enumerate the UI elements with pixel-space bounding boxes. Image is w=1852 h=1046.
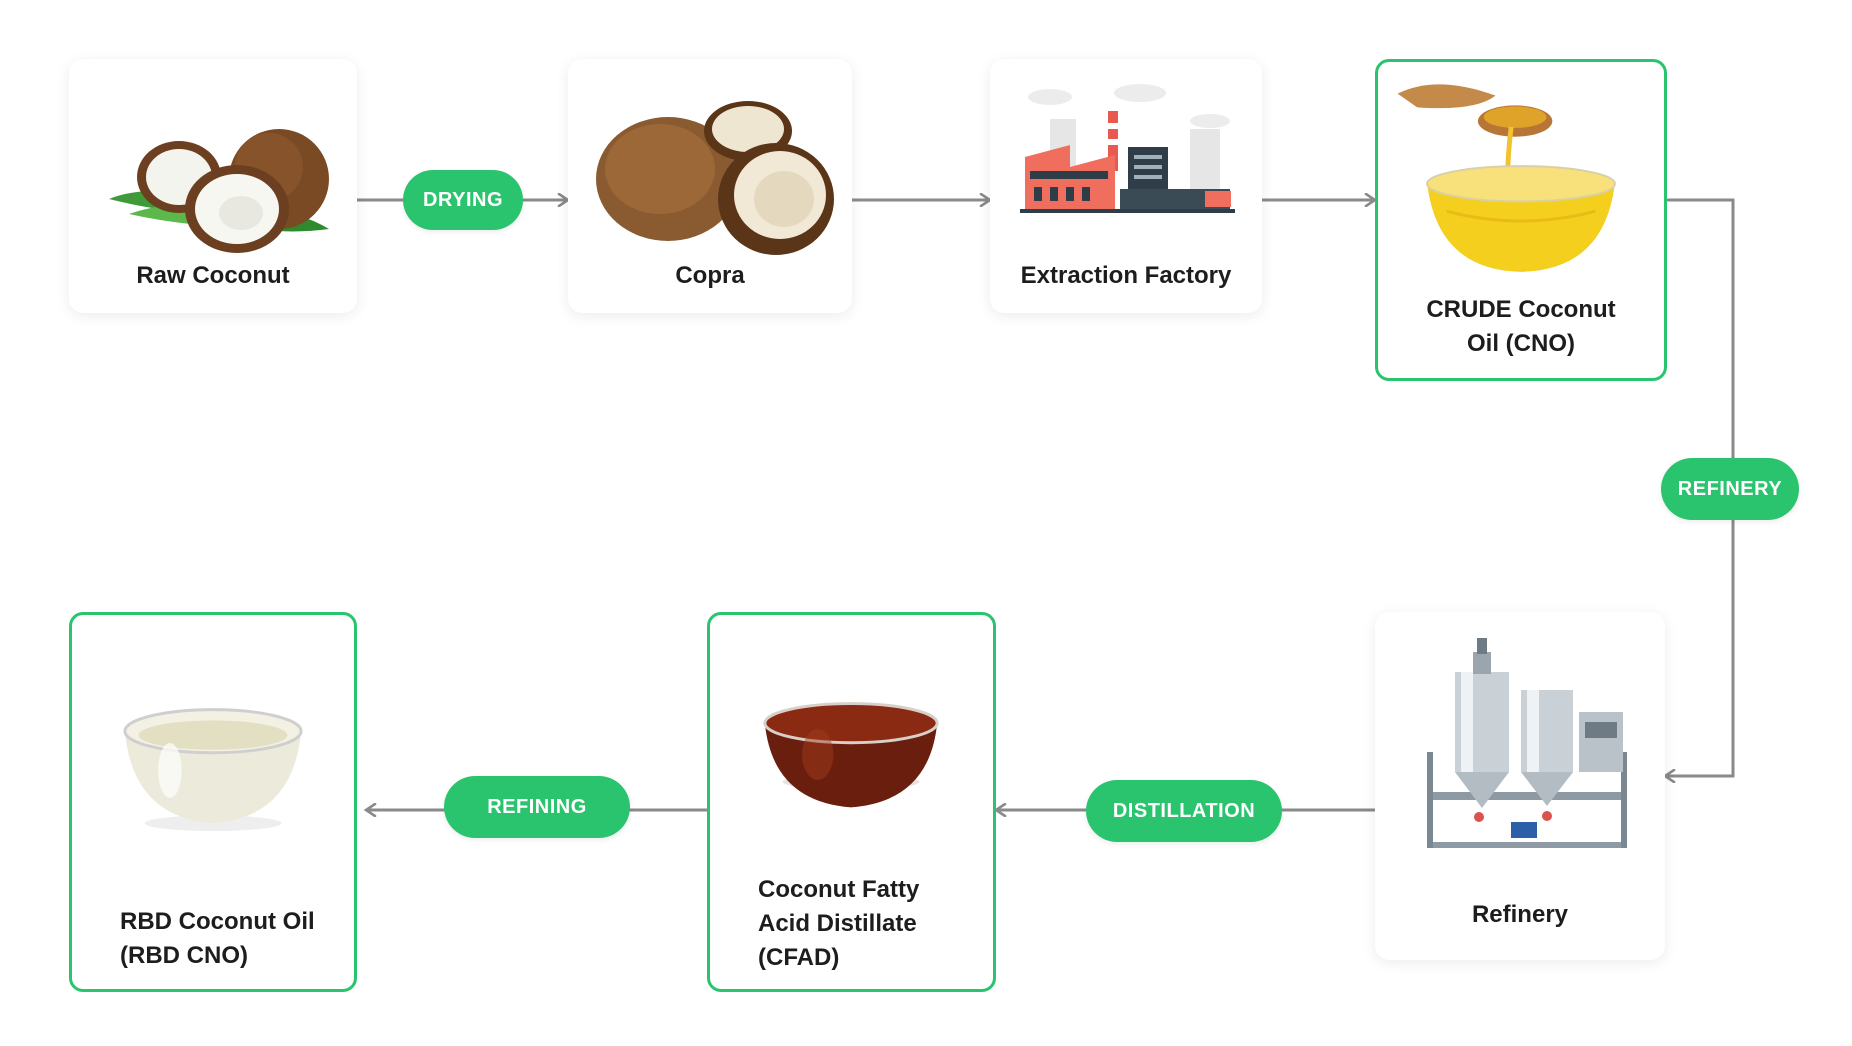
process-distillation: DISTILLATION: [1086, 780, 1282, 842]
clear-oil-bowl-icon: [123, 708, 303, 832]
coconut-icon: [109, 129, 329, 253]
step-crude-coconut-oil: CRUDE Coconut Oil (CNO): [1375, 59, 1667, 381]
process-refining: REFINING: [444, 776, 630, 838]
step-label: Copra: [675, 262, 745, 289]
process-drying: DRYING: [403, 170, 523, 230]
step-copra: Copra: [568, 59, 852, 313]
refinery-machine-icon: [1427, 638, 1627, 848]
dark-oil-bowl-icon: [763, 702, 939, 808]
step-label: CRUDE Coconut Oil (CNO): [1426, 296, 1616, 357]
step-cfad: Coconut Fatty Acid Distillate (CFAD): [707, 612, 996, 992]
crude-oil-bowl-icon: [1397, 84, 1617, 272]
step-rbd-coconut-oil: RBD Coconut Oil (RBD CNO): [69, 612, 357, 992]
step-label: Coconut Fatty Acid Distillate (CFAD): [758, 876, 920, 971]
step-label: Refinery: [1471, 901, 1569, 928]
copra-icon: [596, 101, 834, 255]
step-extraction-factory: Extraction Factory: [990, 59, 1262, 313]
step-refinery: Refinery: [1375, 612, 1665, 960]
factory-icon: [1020, 84, 1235, 213]
step-label: Raw Coconut: [136, 262, 290, 289]
process-refinery: REFINERY: [1661, 458, 1799, 520]
step-label: RBD Coconut Oil (RBD CNO): [120, 908, 315, 969]
step-raw-coconut: Raw Coconut: [69, 59, 357, 313]
step-label: Extraction Factory: [1020, 262, 1232, 289]
